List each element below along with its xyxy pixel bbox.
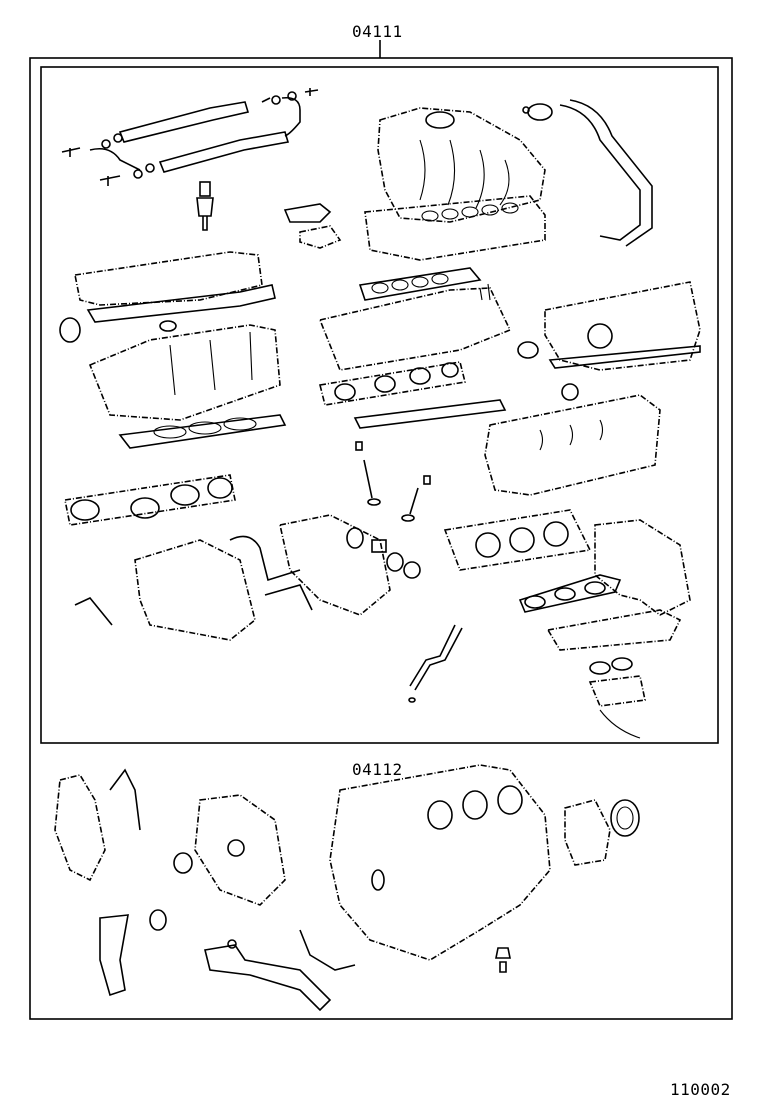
cylinder-block [329, 764, 551, 961]
intake-gasket-lower [353, 399, 507, 429]
inner-kit-frame [40, 66, 719, 744]
fuel-injector [196, 181, 214, 231]
intake-gasket [364, 195, 546, 261]
cylinder-head-cover-center [318, 283, 512, 371]
valve-intake [355, 441, 381, 506]
cylinder-head-gasket-right [443, 509, 592, 571]
water-inlet-hose [99, 909, 167, 997]
exhaust-manifold-right [518, 519, 691, 651]
cylinder-head-cover-gasket-left [59, 251, 276, 343]
cylinder-head-left [88, 324, 281, 421]
timing-cover-bottom-left [54, 768, 141, 882]
exhaust-pipe-gasket [588, 657, 646, 739]
exhaust-gasket-center [319, 361, 466, 406]
cylinder-head-right [484, 383, 661, 496]
timing-belt-cover-gasket [279, 514, 421, 616]
rear-oil-seal-retainer [564, 799, 640, 866]
intake-port-gasket [358, 267, 482, 301]
intake-plenum [377, 107, 546, 223]
oil-strainer [204, 929, 356, 1012]
dipstick-guide [408, 624, 463, 703]
exhaust-manifold-gasket-left [64, 474, 236, 526]
figure-number: 110002 [670, 1080, 731, 1099]
drain-plug [495, 947, 511, 973]
water-outlet [283, 203, 342, 249]
cylinder-head-gasket-left [118, 414, 287, 449]
outer-kit-frame [29, 57, 733, 1020]
oil-pan-left [74, 535, 313, 641]
water-pump-gasket [173, 794, 286, 906]
water-bypass-pipe [522, 99, 653, 247]
short-block-kit-part-number: 04112 [352, 760, 403, 779]
overhaul-kit-part-number: 04111 [352, 22, 403, 41]
valve-exhaust [401, 475, 431, 522]
cylinder-head-cover-right [517, 281, 701, 371]
fuel-delivery-pipe-group [61, 88, 319, 186]
